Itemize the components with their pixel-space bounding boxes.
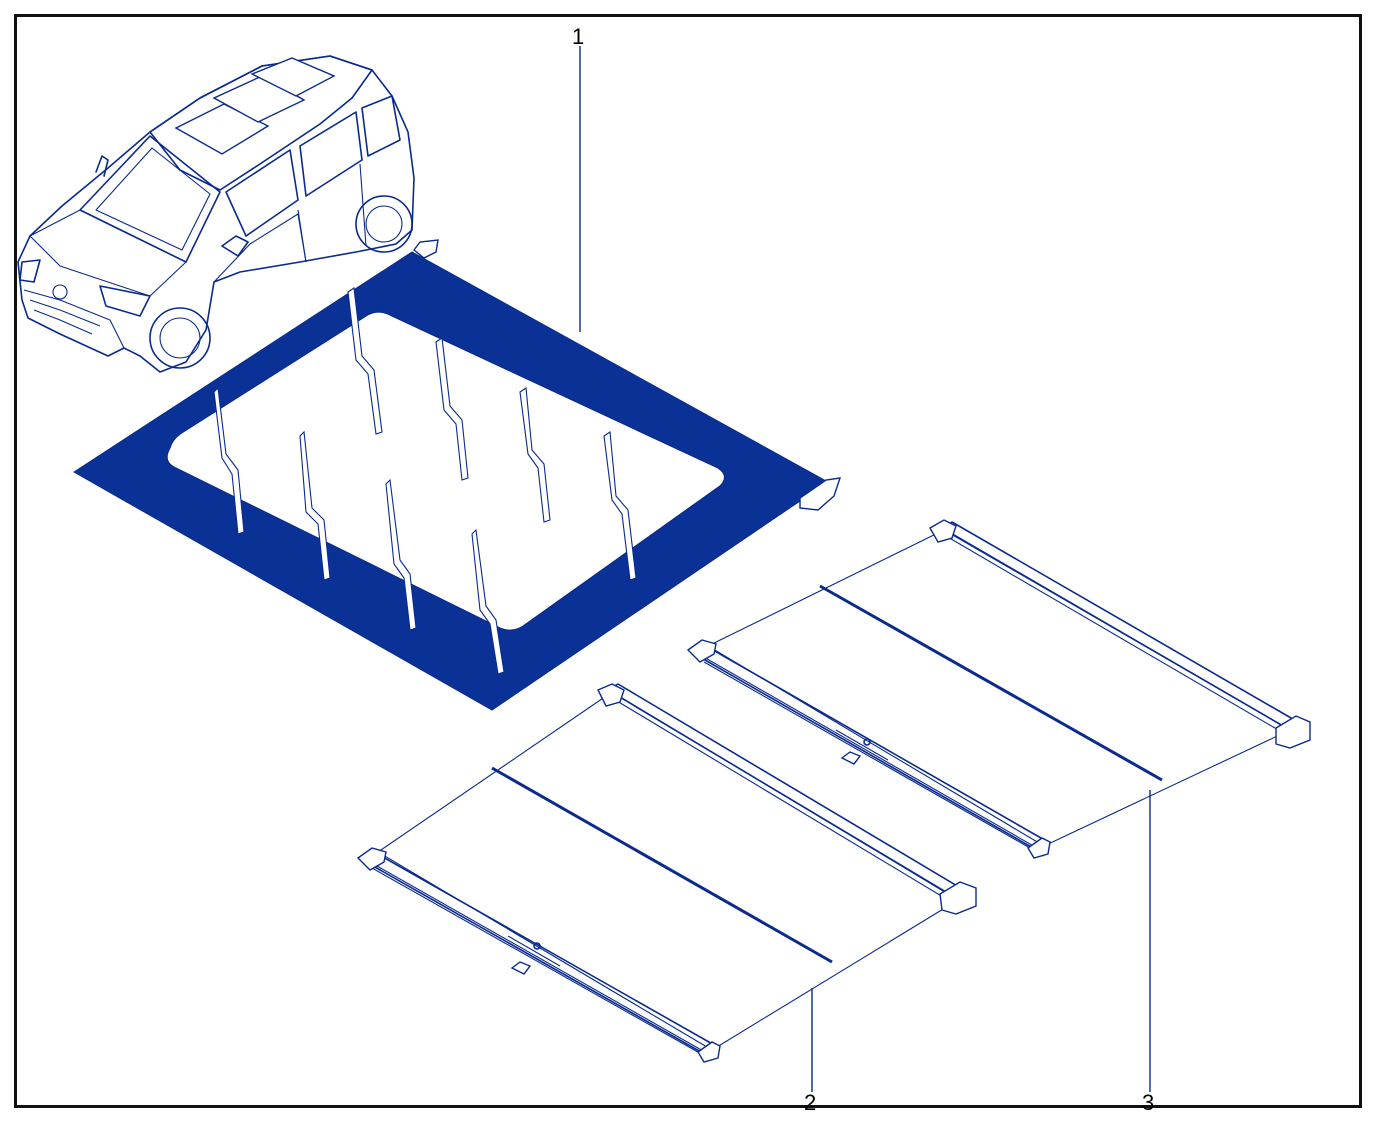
callout-2: 2 xyxy=(804,1090,816,1115)
rear-sunblind xyxy=(686,519,1311,859)
callout-1: 1 xyxy=(572,24,584,49)
roller-blind-icon xyxy=(686,519,1311,859)
roller-blind-icon xyxy=(356,683,977,1063)
callout-3: 3 xyxy=(1142,1090,1154,1115)
front-sunblind xyxy=(356,683,977,1063)
car-isometric-icon xyxy=(17,55,415,373)
glass-roof-icon xyxy=(73,239,842,711)
